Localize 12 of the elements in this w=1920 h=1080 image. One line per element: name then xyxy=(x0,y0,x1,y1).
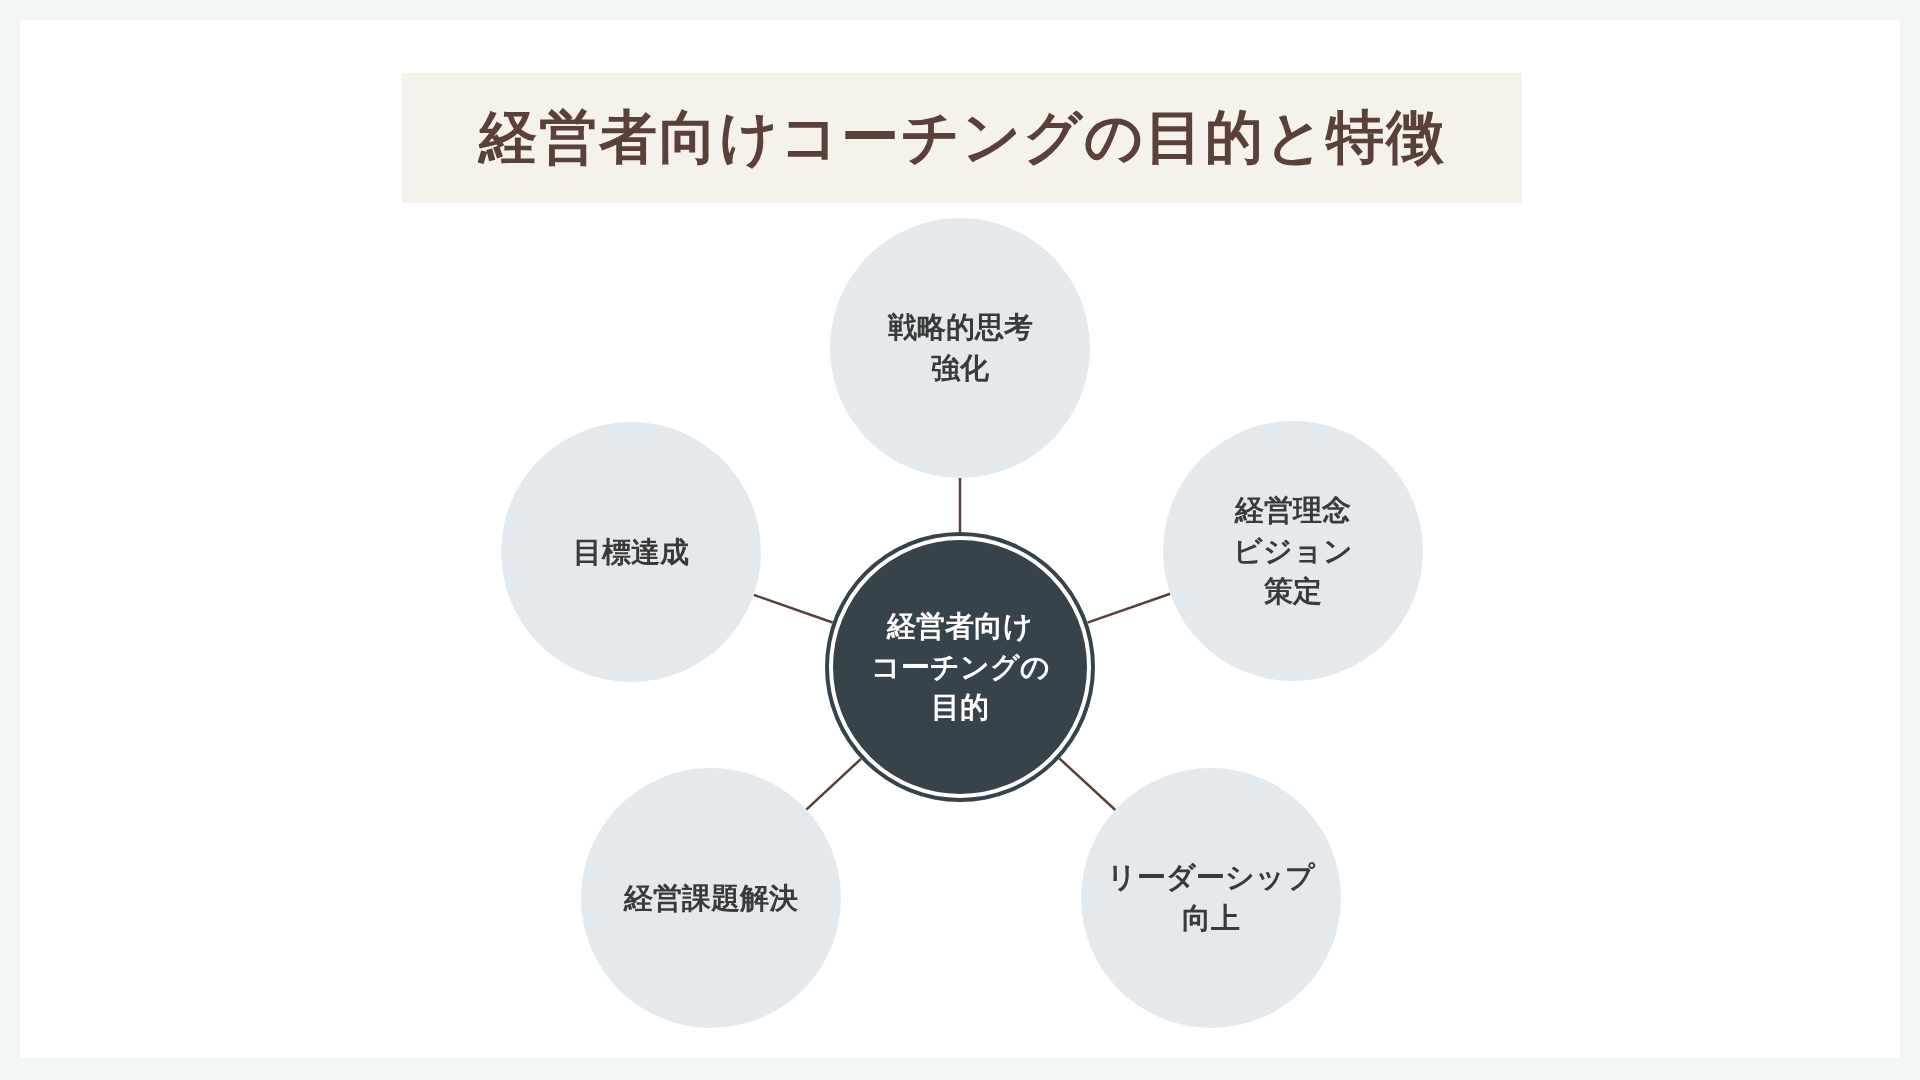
node-label: 戦略的思考強化 xyxy=(887,309,1033,387)
node-label: 経営者向けコーチングの目的 xyxy=(870,608,1050,727)
node-label: リーダーシップ向上 xyxy=(1107,859,1315,937)
connector-line xyxy=(1087,592,1171,624)
node-label: 目標達成 xyxy=(573,533,689,571)
connector-line xyxy=(805,757,862,811)
connector-line xyxy=(753,593,833,624)
node-label: 経営理念ビジョン策定 xyxy=(1233,492,1353,611)
title-banner: 経営者向けコーチングの目的と特徴 xyxy=(402,73,1522,203)
connector-line xyxy=(1058,757,1117,811)
node-label: 経営課題解決 xyxy=(624,879,798,917)
connector-line xyxy=(958,478,962,532)
